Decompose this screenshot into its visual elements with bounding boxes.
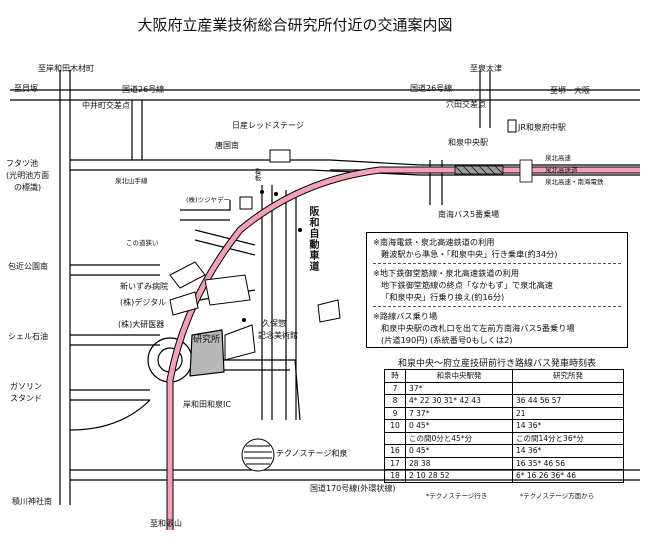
label-kagaku-kouen: 包近公園南 — [8, 262, 48, 271]
timetable-row: 16 0 45* 14 36* — [384, 444, 624, 458]
label-kishiwada-ic: 岸和田和泉IC — [183, 400, 231, 409]
th-hour: 時 — [384, 369, 406, 383]
row-station-times: 0 45* — [405, 419, 513, 433]
label-anaba-crossing: 穴田交差点 — [446, 100, 486, 109]
row-station-times: この間0分と45*分 — [405, 431, 513, 445]
row-hour: 10 — [384, 419, 406, 433]
label-stand: スタンド — [10, 394, 42, 403]
row-hour: 9 — [384, 406, 406, 420]
row-station-times: 4* 22 30 31* 42 43 — [405, 394, 513, 408]
label-route26-left: 国道26号線 — [122, 85, 165, 94]
timetable-row: 17 28 38 16 35* 46 56 — [384, 456, 624, 470]
info-r2a: ※地下鉄御堂筋線・泉北高速鉄道の利用 — [373, 268, 520, 278]
label-tsuruya: (株)ツジヤデー — [186, 196, 231, 204]
row-station-times: 0 45* — [405, 444, 513, 458]
label-sign: の標識) — [14, 183, 42, 192]
row-station-times: 28 38 — [405, 456, 513, 470]
label-sekigawa-shrine: 積川神社南 — [12, 497, 52, 506]
label-research-inst: 研究所 — [193, 335, 221, 345]
label-koreyasu: この道狭い — [126, 239, 159, 247]
label-kanban: 看板 — [253, 168, 261, 181]
label-gasoline: ガソリン — [10, 382, 42, 391]
label-route170: 国道170号線(外環状線) — [310, 484, 396, 493]
timetable-row: 7 37* — [384, 381, 624, 395]
label-izumi-chuo-station: 和泉中央駅 — [448, 138, 488, 147]
timetable-row: 8 4* 22 30 31* 42 43 36 44 56 57 — [384, 394, 624, 408]
timetable-row: 18 2 10 28 52 6* 16 26 36* 46 — [384, 469, 624, 483]
label-nissan: 日産レッドステージ — [232, 121, 304, 130]
row-institute-times: 14 36* — [512, 444, 624, 458]
label-tateishi-minami: 唐国南 — [215, 141, 239, 150]
label-digital: (株)デジタル — [120, 298, 167, 307]
footnote-from-techno: *テクノステージ方面から — [520, 492, 595, 500]
info-r3b: 和泉中央駅の改札口を出て左前方南海バス5番乗り場 — [381, 323, 575, 333]
label-daiken: (株)大研医器 — [118, 320, 165, 329]
timetable-title: 和泉中央～府立産技研前行き路線バス発車時刻表 — [397, 359, 596, 369]
label-nakai-crossing: 中井町交差点 — [82, 101, 130, 110]
timetable-row: この間0分と45*分 この間14分と36*分 — [384, 431, 624, 445]
bus-timetable: 時 和泉中央駅発 研究所発 7 37* 8 4* 22 30 31* 42 43… — [384, 369, 624, 483]
legend-nankai-3: 泉北高速・南海電鉄 — [545, 178, 604, 186]
info-r3c: (片道190円) (系統番号0もしくは2) — [381, 335, 513, 345]
access-info-box: ※南海電鉄・泉北高速鉄道の利用 難波駅から準急・「和泉中央」行き乗車(約34分)… — [366, 232, 628, 348]
timetable-row: 10 0 45* 14 36* — [384, 419, 624, 433]
row-hour: 16 — [384, 444, 406, 458]
timetable-header: 時 和泉中央駅発 研究所発 — [384, 369, 624, 383]
row-institute-times: 36 44 56 57 — [512, 394, 624, 408]
footnote-to-techno: *テクノステージ行き — [426, 492, 488, 500]
row-institute-times: この間14分と36*分 — [512, 431, 624, 445]
label-route26-right: 国道26号線 — [410, 84, 453, 93]
label-to-kishiwada-kizaikawa: 至岸和田木材町 — [38, 64, 94, 73]
row-institute-times: 16 35* 46 56 — [512, 456, 624, 470]
row-institute-times — [512, 381, 624, 395]
th-from-institute: 研究所発 — [512, 369, 624, 383]
th-from-station: 和泉中央駅発 — [405, 369, 513, 383]
legend-nankai-1: 泉北高速 — [545, 154, 571, 162]
timetable-row: 9 7 37* 21 — [384, 406, 624, 420]
label-senhoku-line: 泉北山手線 — [115, 177, 148, 185]
row-station-times: 7 37* — [405, 406, 513, 420]
map-title: 大阪府立産業技術総合研究所付近の交通案内図 — [137, 16, 453, 34]
label-to-kaizuka: 至貝塚 — [14, 84, 38, 93]
info-r1a: ※南海電鉄・泉北高速鉄道の利用 — [373, 237, 495, 247]
row-institute-times: 6* 16 26 36* 46 — [512, 469, 624, 483]
label-komyo-ike: (光明池方面 — [6, 171, 50, 180]
row-hour: 7 — [384, 381, 406, 395]
label-shinizumi-hospital: 新いずみ病院 — [120, 282, 168, 291]
label-to-sakai-osaka: 至堺・大阪 — [550, 86, 590, 95]
row-station-times: 37* — [405, 381, 513, 395]
legend-nankai-2: 泉北高速道 — [545, 166, 578, 174]
label-to-wakayama: 至和歌山 — [150, 519, 182, 528]
row-institute-times: 21 — [512, 406, 624, 420]
row-institute-times: 14 36* — [512, 419, 624, 433]
label-museum: 記念美術館 — [258, 331, 298, 340]
info-r1b: 難波駅から準急・「和泉中央」行き乗車(約34分) — [381, 249, 558, 259]
label-kubosou: 久保惣 — [262, 319, 286, 328]
label-to-izumiotsu: 至泉大津 — [470, 64, 502, 73]
label-shell: シェル石油 — [8, 332, 48, 341]
row-hour: 17 — [384, 456, 406, 470]
row-hour: 18 — [384, 469, 406, 483]
info-r2b: 地下鉄御堂筋線の終点「なかもず」で泉北高速 — [381, 280, 553, 290]
row-hour — [384, 431, 406, 445]
label-bus5: 南海バス5番乗場 — [438, 210, 500, 219]
label-hanwa-expressway: 阪和自動車道 — [307, 206, 318, 272]
row-station-times: 2 10 28 52 — [405, 469, 513, 483]
label-technostage: テクノステージ和泉 — [276, 449, 348, 458]
row-hour: 8 — [384, 394, 406, 408]
label-futatsu-ike: フタツ池 — [6, 159, 38, 168]
info-r2c: 「和泉中央」行乗り換え(約16分) — [381, 292, 505, 302]
label-jr-izumifuchu: JR和泉府中駅 — [518, 123, 566, 132]
info-r3a: ※路線バス乗り場 — [373, 311, 438, 321]
